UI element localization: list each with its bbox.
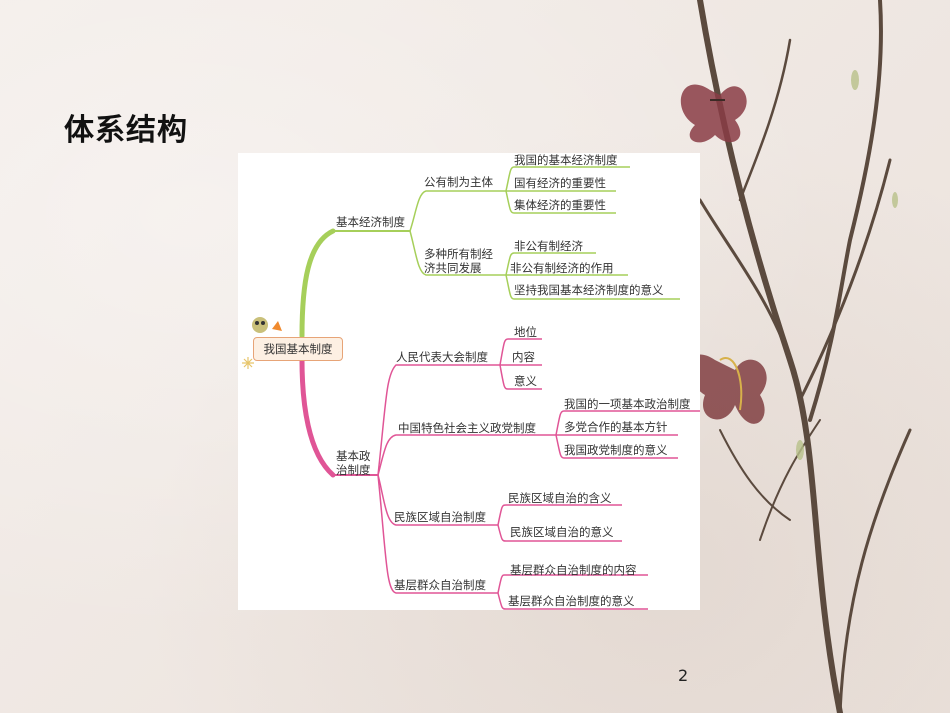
- leaf-item: 民族区域自治的含义: [508, 491, 612, 505]
- leaf-item: 内容: [512, 350, 535, 364]
- leaf-item: 我国政党制度的意义: [564, 443, 668, 457]
- leaf-item: 非公有制经济: [514, 239, 583, 253]
- node-multi-ownership-line1: 多种所有制经: [424, 247, 493, 261]
- node-political-line2: 治制度: [336, 463, 371, 477]
- root-node: 我国基本制度: [253, 337, 343, 361]
- mind-map-connectors: [242, 166, 700, 610]
- leaf-item: 我国的基本经济制度: [514, 153, 618, 167]
- slide-title: 体系结构: [64, 113, 188, 148]
- node-political-line1: 基本政: [336, 449, 371, 463]
- node-party-system: 中国特色社会主义政党制度: [398, 421, 536, 435]
- node-ethnic-autonomy: 民族区域自治制度: [394, 510, 486, 524]
- leaf-item: 非公有制经济的作用: [510, 261, 614, 275]
- node-grassroots-autonomy: 基层群众自治制度: [394, 578, 486, 592]
- leaf-item: 民族区域自治的意义: [510, 525, 614, 539]
- node-npc-system: 人民代表大会制度: [396, 350, 488, 364]
- flower-icon: [242, 357, 254, 369]
- leaf-item: 国有经济的重要性: [514, 176, 606, 190]
- node-public-ownership: 公有制为主体: [424, 175, 493, 189]
- owl-icon: [252, 317, 282, 333]
- leaf-item: 集体经济的重要性: [514, 198, 606, 212]
- butterfly-icon: [688, 354, 767, 424]
- node-economic: 基本经济制度: [336, 215, 405, 229]
- leaf-item: 坚持我国基本经济制度的意义: [514, 283, 664, 297]
- leaf-item: 基层群众自治制度的意义: [508, 594, 635, 608]
- leaf-item: 意义: [514, 374, 537, 388]
- node-multi-ownership-line2: 济共同发展: [424, 261, 482, 275]
- page-number: 2: [678, 666, 689, 685]
- mind-map: 我国基本制度 基本经济制度 公有制为主体 我国的基本经济制度 国有经济的重要性 …: [238, 153, 700, 610]
- leaf-item: 我国的一项基本政治制度: [564, 397, 691, 411]
- branch-decoration: [680, 0, 912, 713]
- leaf-item: 多党合作的基本方针: [564, 420, 668, 434]
- butterfly-icon: [680, 84, 747, 143]
- leaf-item: 基层群众自治制度的内容: [510, 563, 637, 577]
- leaf-item: 地位: [514, 325, 537, 339]
